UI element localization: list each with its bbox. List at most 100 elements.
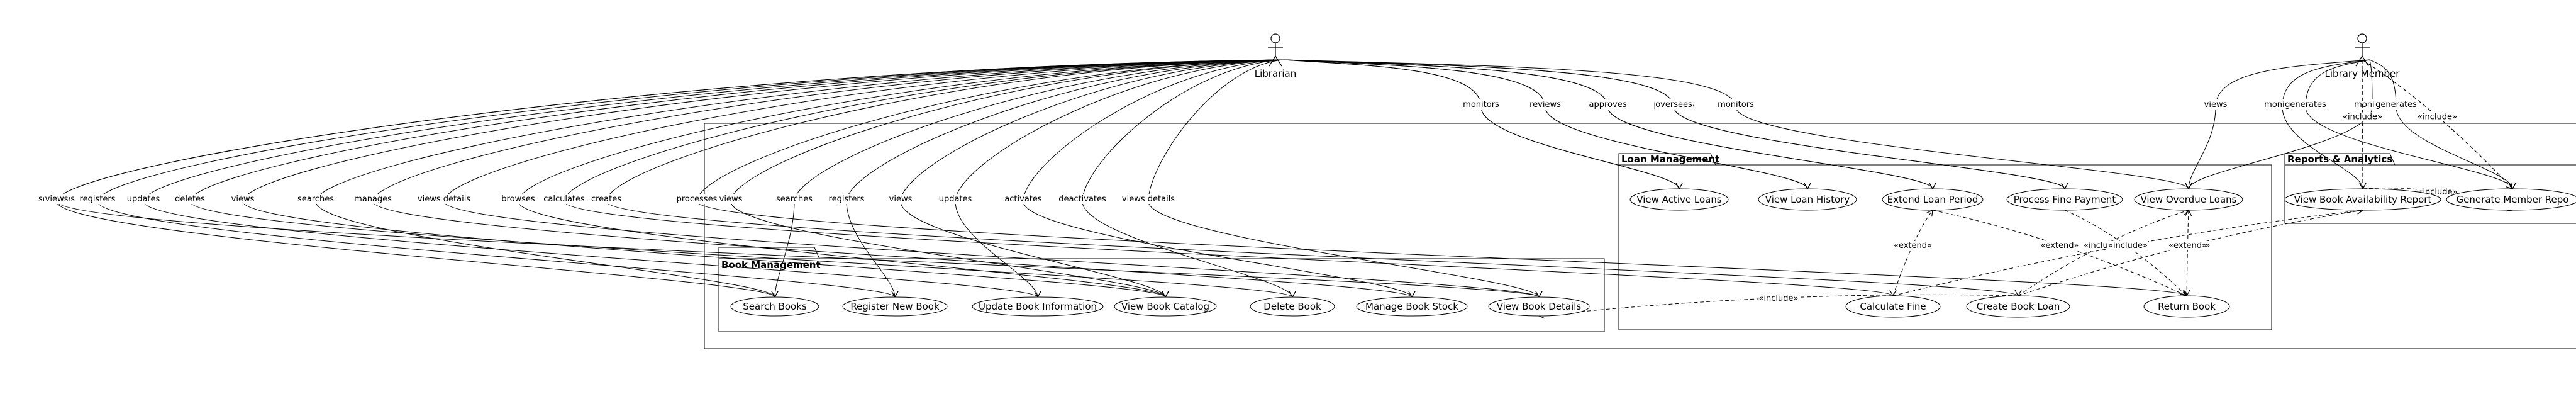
use-case-label: Search Books (743, 301, 807, 312)
use-case-catalog: View Book Catalog (1114, 296, 1217, 317)
dependency-label: «include» (1758, 294, 1798, 303)
association-label: deactivates (1058, 194, 1106, 204)
association-label: registers (829, 194, 865, 204)
use-case-availReport: View Book Availability Report (2284, 188, 2441, 211)
use-case-update: Update Book Information (972, 296, 1104, 317)
association-label: monitors (1718, 100, 1754, 110)
edge-label-bg (1588, 99, 1628, 110)
edge-label-bg (1528, 99, 1563, 110)
edge-label-bg (126, 194, 161, 204)
edge-label-bg (355, 194, 391, 204)
dependency-line (1892, 207, 2364, 296)
use-case-label: View Book Catalog (1121, 301, 1209, 312)
association-line (955, 59, 1284, 298)
dependency-label: «include» (2108, 241, 2148, 250)
association-line (1148, 59, 1543, 298)
edge-label-bg (675, 194, 719, 204)
association-line (1082, 59, 1296, 298)
edge-label-bg (501, 194, 536, 204)
use-case-label: Process Fine Payment (2014, 194, 2116, 205)
dependency-line (1932, 210, 2188, 297)
edge-label-bg (75, 194, 119, 204)
dependency-label: «extend» (1894, 241, 1932, 250)
association-line (1282, 59, 1811, 190)
system-boundary (704, 123, 2576, 349)
edge-label-bg (938, 194, 973, 204)
edge-label-bg (888, 194, 913, 204)
use-case-label: View Overdue Loans (2141, 194, 2237, 205)
edge-label-bg (1895, 241, 1931, 250)
association-label: approves (1589, 100, 1627, 110)
dependency-edges: «extend» «include» «include» «include» «incl… (1538, 59, 2514, 319)
use-case-stock: Manage Book Stock (1356, 296, 1468, 317)
edge-label-bg (230, 194, 255, 204)
use-case-label: Update Book Information (979, 301, 1097, 312)
association-label: activates (1004, 194, 1042, 204)
association-label: views details (1122, 194, 1175, 204)
dependency-line (1892, 210, 1933, 296)
association-line (1282, 59, 2068, 190)
association-label: oversees (1655, 100, 1692, 110)
association-line (1282, 59, 1936, 190)
edge-label-bg (718, 194, 743, 204)
edge-label-bg (2284, 99, 2328, 110)
association-label: monitors (1463, 100, 1499, 110)
use-case-finePay: Process Fine Payment (2006, 188, 2123, 211)
edge-label-bg (775, 194, 814, 204)
association-line (1023, 59, 1416, 298)
use-case-calcFine: Calculate Fine (1845, 295, 1941, 318)
use-case-activeLoans: View Active Loans (1629, 188, 1729, 211)
dependency-line (2064, 210, 2187, 296)
association-label: generates (2285, 100, 2326, 110)
edge-label-bg (1118, 194, 1179, 204)
edge-label-bg (1758, 294, 1799, 303)
association-line (1282, 59, 2068, 190)
association-line (900, 59, 1284, 298)
dependency-line (2185, 209, 2192, 296)
association-line (771, 59, 1284, 298)
package-book-management: Book Management (718, 247, 1605, 332)
dependency-label: «include» (2418, 113, 2457, 122)
edge-label-bg (413, 194, 475, 204)
use-case-memberReport: Generate Member Repo (2446, 188, 2576, 211)
package-reports-analytics: Reports & Analytics (2284, 153, 2576, 224)
edge-label-bg (540, 194, 588, 204)
dependency-label: «include» (2343, 113, 2382, 122)
edge-label-bg (824, 194, 869, 204)
use-case-search: Search Books (730, 296, 819, 317)
association-line (56, 59, 1542, 298)
edge-label-bg (1462, 99, 1501, 110)
association-line (2185, 59, 2370, 190)
association-label: generates (2375, 100, 2417, 110)
association-line (443, 59, 1543, 298)
dependency-line (2362, 59, 2513, 189)
dependency-label: «extend» (2041, 241, 2079, 250)
package-title: Reports & Analytics (2287, 154, 2392, 165)
actor-name: Library Member (2325, 68, 2401, 79)
edge-label-bg (1654, 99, 1694, 110)
association-label: views (889, 194, 913, 204)
use-case-delete: Delete Book (1250, 296, 1335, 317)
association-label: browses (501, 194, 535, 204)
use-case-loanHistory: View Loan History (1758, 188, 1857, 211)
association-line (846, 59, 1284, 298)
use-case-label: View Book Availability Report (2294, 194, 2432, 205)
use-case-label: Extend Loan Period (1887, 194, 1979, 205)
edge-label-bg (589, 194, 624, 204)
association-line (2305, 59, 2516, 190)
package-title: Loan Management (1621, 154, 1719, 165)
use-case-label: Calculate Fine (1860, 301, 1926, 312)
association-line (1282, 59, 1811, 190)
association-label: searches (297, 194, 334, 204)
actor-member: Library Member (2325, 33, 2401, 79)
association-line (1282, 59, 1683, 190)
use-case-label: Delete Book (1263, 301, 1321, 312)
association-line (56, 59, 1284, 298)
edge-label-bg (2417, 112, 2458, 121)
edge-label-bg (44, 194, 69, 204)
association-label: reviews (1530, 100, 1561, 110)
dependency-line (2018, 207, 2364, 296)
